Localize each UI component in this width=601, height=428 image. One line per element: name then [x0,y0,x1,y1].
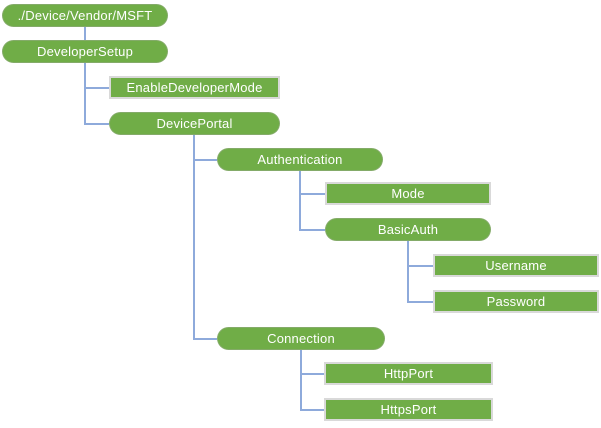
node-enable-developer-mode: EnableDeveloperMode [109,76,280,99]
connector-basicauth-trunk [407,241,409,303]
connector-basicauth-password [407,301,433,303]
node-http-port: HttpPort [324,362,493,385]
node-device-portal: DevicePortal [109,112,280,135]
connector-connection-trunk [300,350,302,411]
node-developer-setup: DeveloperSetup [2,40,168,63]
node-mode: Mode [325,182,491,205]
connector-developersetup-enabledevelopermode [84,87,109,89]
connector-deviceportal-authentication [193,159,217,161]
connector-developersetup-trunk [84,63,86,125]
node-password: Password [433,290,599,313]
connector-root-trunk [84,27,86,40]
connector-developersetup-deviceportal [84,123,109,125]
node-connection: Connection [217,327,385,350]
connector-authentication-trunk [299,171,301,231]
node-root: ./Device/Vendor/MSFT [2,4,168,27]
connector-deviceportal-trunk [193,135,195,340]
node-https-port: HttpsPort [324,398,493,421]
node-basic-auth: BasicAuth [325,218,491,241]
connector-deviceportal-connection [193,338,217,340]
connector-connection-httpport [300,373,325,375]
node-authentication: Authentication [217,148,383,171]
node-username: Username [433,254,599,277]
connector-authentication-mode [299,193,325,195]
connector-authentication-basicauth [299,229,325,231]
connector-connection-httpsport [300,409,325,411]
connector-basicauth-username [407,265,433,267]
